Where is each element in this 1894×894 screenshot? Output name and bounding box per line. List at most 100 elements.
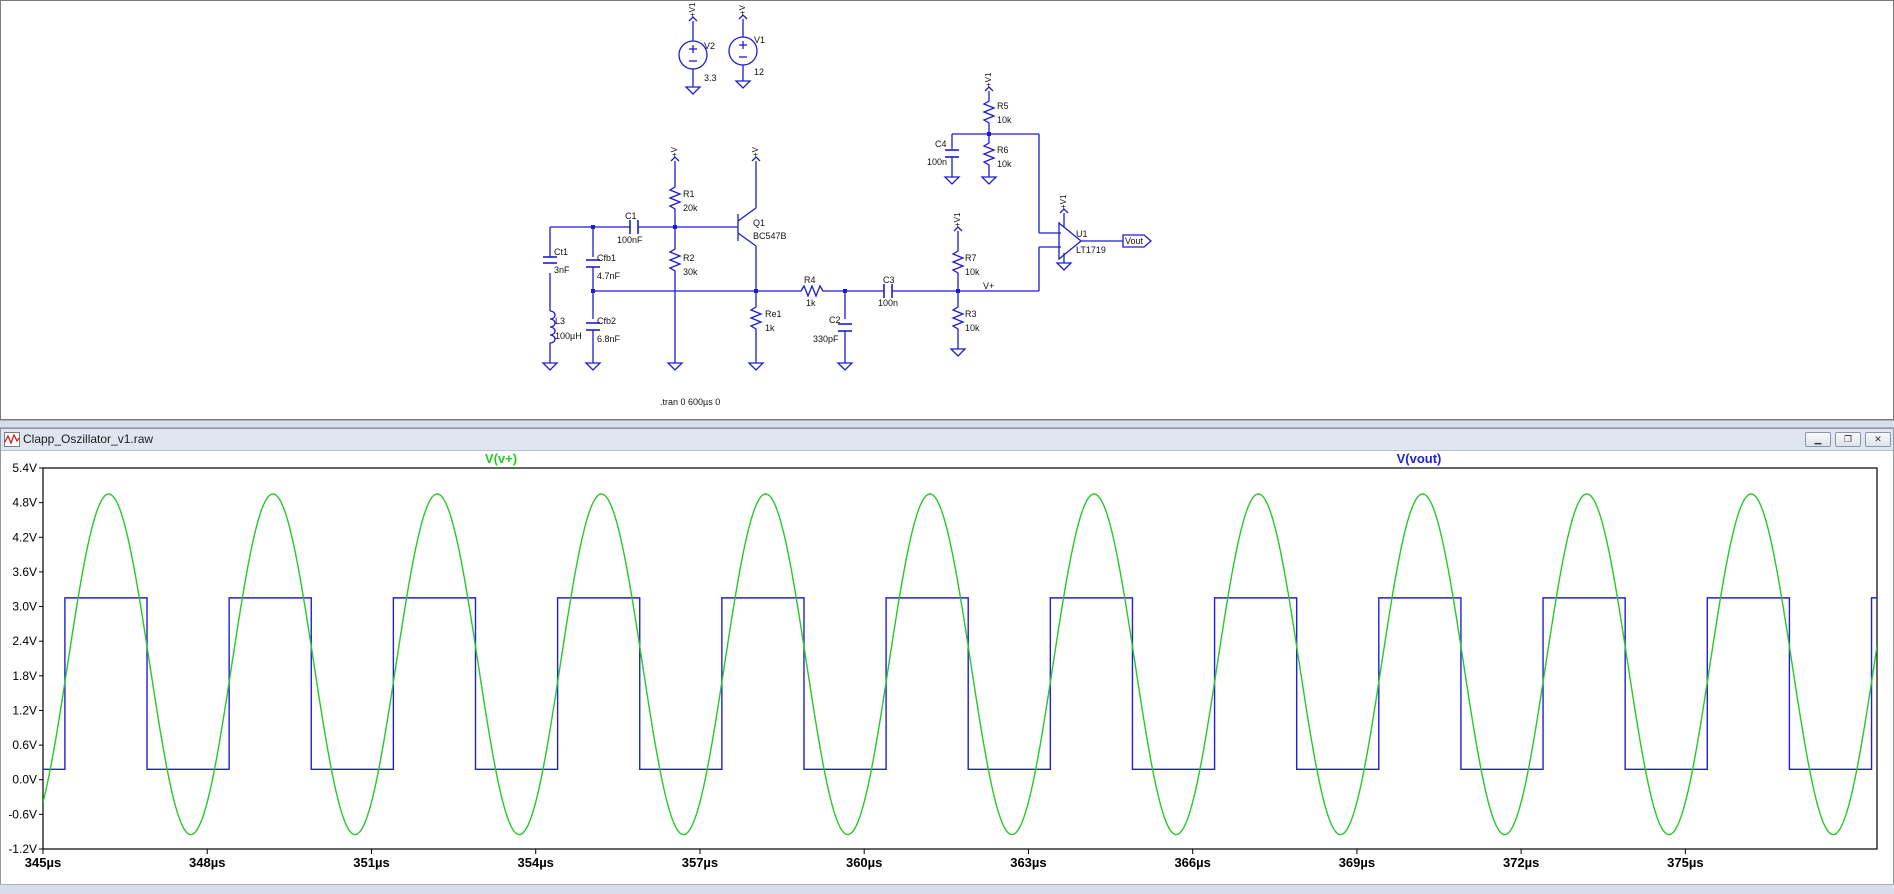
r4-name: R4 bbox=[804, 275, 816, 285]
y-tick-label: 4.8V bbox=[12, 496, 37, 510]
x-axis: 345µs 348µs 351µs 354µs 357µs 360µs 363µs 366µs… bbox=[25, 849, 1704, 870]
inductor-symbol bbox=[549, 310, 556, 346]
c2-value: 330pF bbox=[813, 334, 839, 344]
schematic-canvas[interactable]: +V1 +V V2 3.3 V1 12 +V +V R1 20k R2 30k … bbox=[1, 1, 1894, 421]
legend-vout[interactable]: V(vout) bbox=[1397, 451, 1442, 466]
plot-window-title: Clapp_Oszillator_v1.raw bbox=[23, 432, 154, 446]
r4-value: 1k bbox=[806, 298, 816, 308]
r1-name: R1 bbox=[683, 189, 695, 199]
re1-name: Re1 bbox=[765, 309, 782, 319]
net-flag-r5: +V1 bbox=[984, 72, 993, 87]
pane-splitter[interactable] bbox=[0, 420, 1894, 428]
y-tick-label: 0.0V bbox=[12, 773, 37, 787]
r7-value: 10k bbox=[965, 267, 980, 277]
net-label-vplus: V+ bbox=[983, 281, 994, 291]
x-tick-label: 369µs bbox=[1339, 855, 1375, 870]
source-symbols bbox=[678, 36, 758, 70]
c3-value: 100n bbox=[878, 298, 898, 308]
wires bbox=[549, 19, 1152, 363]
schematic-editor[interactable]: +V1 +V V2 3.3 V1 12 +V +V R1 20k R2 30k … bbox=[0, 0, 1894, 420]
c3-name: C3 bbox=[883, 275, 895, 285]
y-tick-label: -0.6V bbox=[8, 807, 37, 821]
cfb1-name: Cfb1 bbox=[597, 253, 616, 263]
waveform-viewer[interactable]: Clapp_Oszillator_v1.raw ▁ ❐ ✕ 5.4V 4.8V 4.… bbox=[0, 428, 1894, 894]
source-v1-value: 12 bbox=[754, 67, 764, 77]
y-tick-label: 1.8V bbox=[12, 669, 37, 683]
r2-name: R2 bbox=[683, 253, 695, 263]
minimize-button[interactable]: ▁ bbox=[1805, 432, 1831, 447]
r7-name: R7 bbox=[965, 253, 977, 263]
series-vout-line bbox=[43, 597, 1877, 771]
x-tick-label: 348µs bbox=[189, 855, 225, 870]
close-button[interactable]: ✕ bbox=[1865, 432, 1891, 447]
ct1-value: 3nF bbox=[554, 265, 570, 275]
u1-value: LT1719 bbox=[1076, 245, 1106, 255]
r6-value: 10k bbox=[997, 159, 1012, 169]
net-flag-u1: +V1 bbox=[1059, 194, 1068, 209]
plot-frame bbox=[42, 467, 1878, 850]
x-tick-label: 375µs bbox=[1667, 855, 1703, 870]
y-tick-label: 0.6V bbox=[12, 738, 37, 752]
r3-name: R3 bbox=[965, 309, 977, 319]
resistors bbox=[668, 97, 996, 345]
c1-value: 100nF bbox=[617, 235, 643, 245]
series-layer bbox=[43, 493, 1877, 836]
x-tick-label: 354µs bbox=[518, 855, 554, 870]
r6-name: R6 bbox=[997, 145, 1009, 155]
cfb2-value: 6.8nF bbox=[597, 334, 621, 344]
source-v2-value: 3.3 bbox=[704, 73, 717, 83]
x-tick-label: 372µs bbox=[1503, 855, 1539, 870]
spice-directive: .tran 0 600µs 0 bbox=[660, 397, 720, 407]
source-v2-name: V2 bbox=[704, 41, 715, 51]
x-tick-label: 345µs bbox=[25, 855, 61, 870]
q1-name: Q1 bbox=[753, 218, 765, 228]
y-tick-label: 5.4V bbox=[12, 461, 37, 475]
series-vplus-line bbox=[43, 493, 1877, 836]
c2-name: C2 bbox=[829, 315, 841, 325]
source-v1-name: V1 bbox=[754, 35, 765, 45]
restore-button[interactable]: ❐ bbox=[1835, 432, 1861, 447]
r5-name: R5 bbox=[997, 101, 1009, 111]
y-tick-label: 2.4V bbox=[12, 634, 37, 648]
q1-value: BC547B bbox=[753, 231, 787, 241]
r1-value: 20k bbox=[683, 203, 698, 213]
y-tick-label: 4.2V bbox=[12, 530, 37, 544]
c4-name: C4 bbox=[935, 139, 947, 149]
x-tick-label: 357µs bbox=[682, 855, 718, 870]
net-flag-r1: +V bbox=[670, 146, 679, 157]
y-tick-label: 3.6V bbox=[12, 565, 37, 579]
c1-name: C1 bbox=[625, 211, 637, 221]
cfb1-value: 4.7nF bbox=[597, 271, 621, 281]
l3-name: L3 bbox=[555, 316, 565, 326]
y-tick-label: -1.2V bbox=[8, 842, 37, 856]
net-flag-v2: +V1 bbox=[688, 2, 697, 17]
u1-name: U1 bbox=[1076, 229, 1088, 239]
ct1-name: Ct1 bbox=[554, 247, 568, 257]
r3-value: 10k bbox=[965, 323, 980, 333]
x-tick-label: 366µs bbox=[1174, 855, 1210, 870]
x-tick-label: 351µs bbox=[353, 855, 389, 870]
r5-value: 10k bbox=[997, 115, 1012, 125]
cfb2-name: Cfb2 bbox=[597, 316, 616, 326]
re1-value: 1k bbox=[765, 323, 775, 333]
waveform-icon bbox=[4, 432, 20, 447]
y-tick-label: 3.0V bbox=[12, 600, 37, 614]
net-flag-r7: +V1 bbox=[953, 212, 962, 227]
x-tick-label: 360µs bbox=[846, 855, 882, 870]
net-flag-v1: +V bbox=[738, 4, 747, 15]
power-flags bbox=[670, 14, 1069, 232]
plot-area[interactable]: 5.4V 4.8V 4.2V 3.6V 3.0V 2.4V 1.8V 1.2V 0.6V 0.0V… bbox=[1, 451, 1893, 885]
l3-value: 100µH bbox=[555, 331, 582, 341]
legend-vplus[interactable]: V(v+) bbox=[485, 451, 517, 466]
status-strip bbox=[0, 884, 1894, 894]
schematic-labels: +V1 +V V2 3.3 V1 12 +V +V R1 20k R2 30k … bbox=[554, 2, 1144, 407]
y-tick-label: 1.2V bbox=[12, 703, 37, 717]
net-label-vout: Vout bbox=[1125, 236, 1144, 246]
ground-symbols bbox=[541, 80, 1073, 371]
x-tick-label: 363µs bbox=[1010, 855, 1046, 870]
plot-titlebar[interactable]: Clapp_Oszillator_v1.raw ▁ ❐ ✕ bbox=[1, 429, 1893, 451]
net-flag-q1: +V bbox=[751, 146, 760, 157]
y-axis: 5.4V 4.8V 4.2V 3.6V 3.0V 2.4V 1.8V 1.2V 0.6V 0.0V… bbox=[8, 461, 43, 856]
r2-value: 30k bbox=[683, 267, 698, 277]
junction-dots bbox=[591, 132, 991, 293]
